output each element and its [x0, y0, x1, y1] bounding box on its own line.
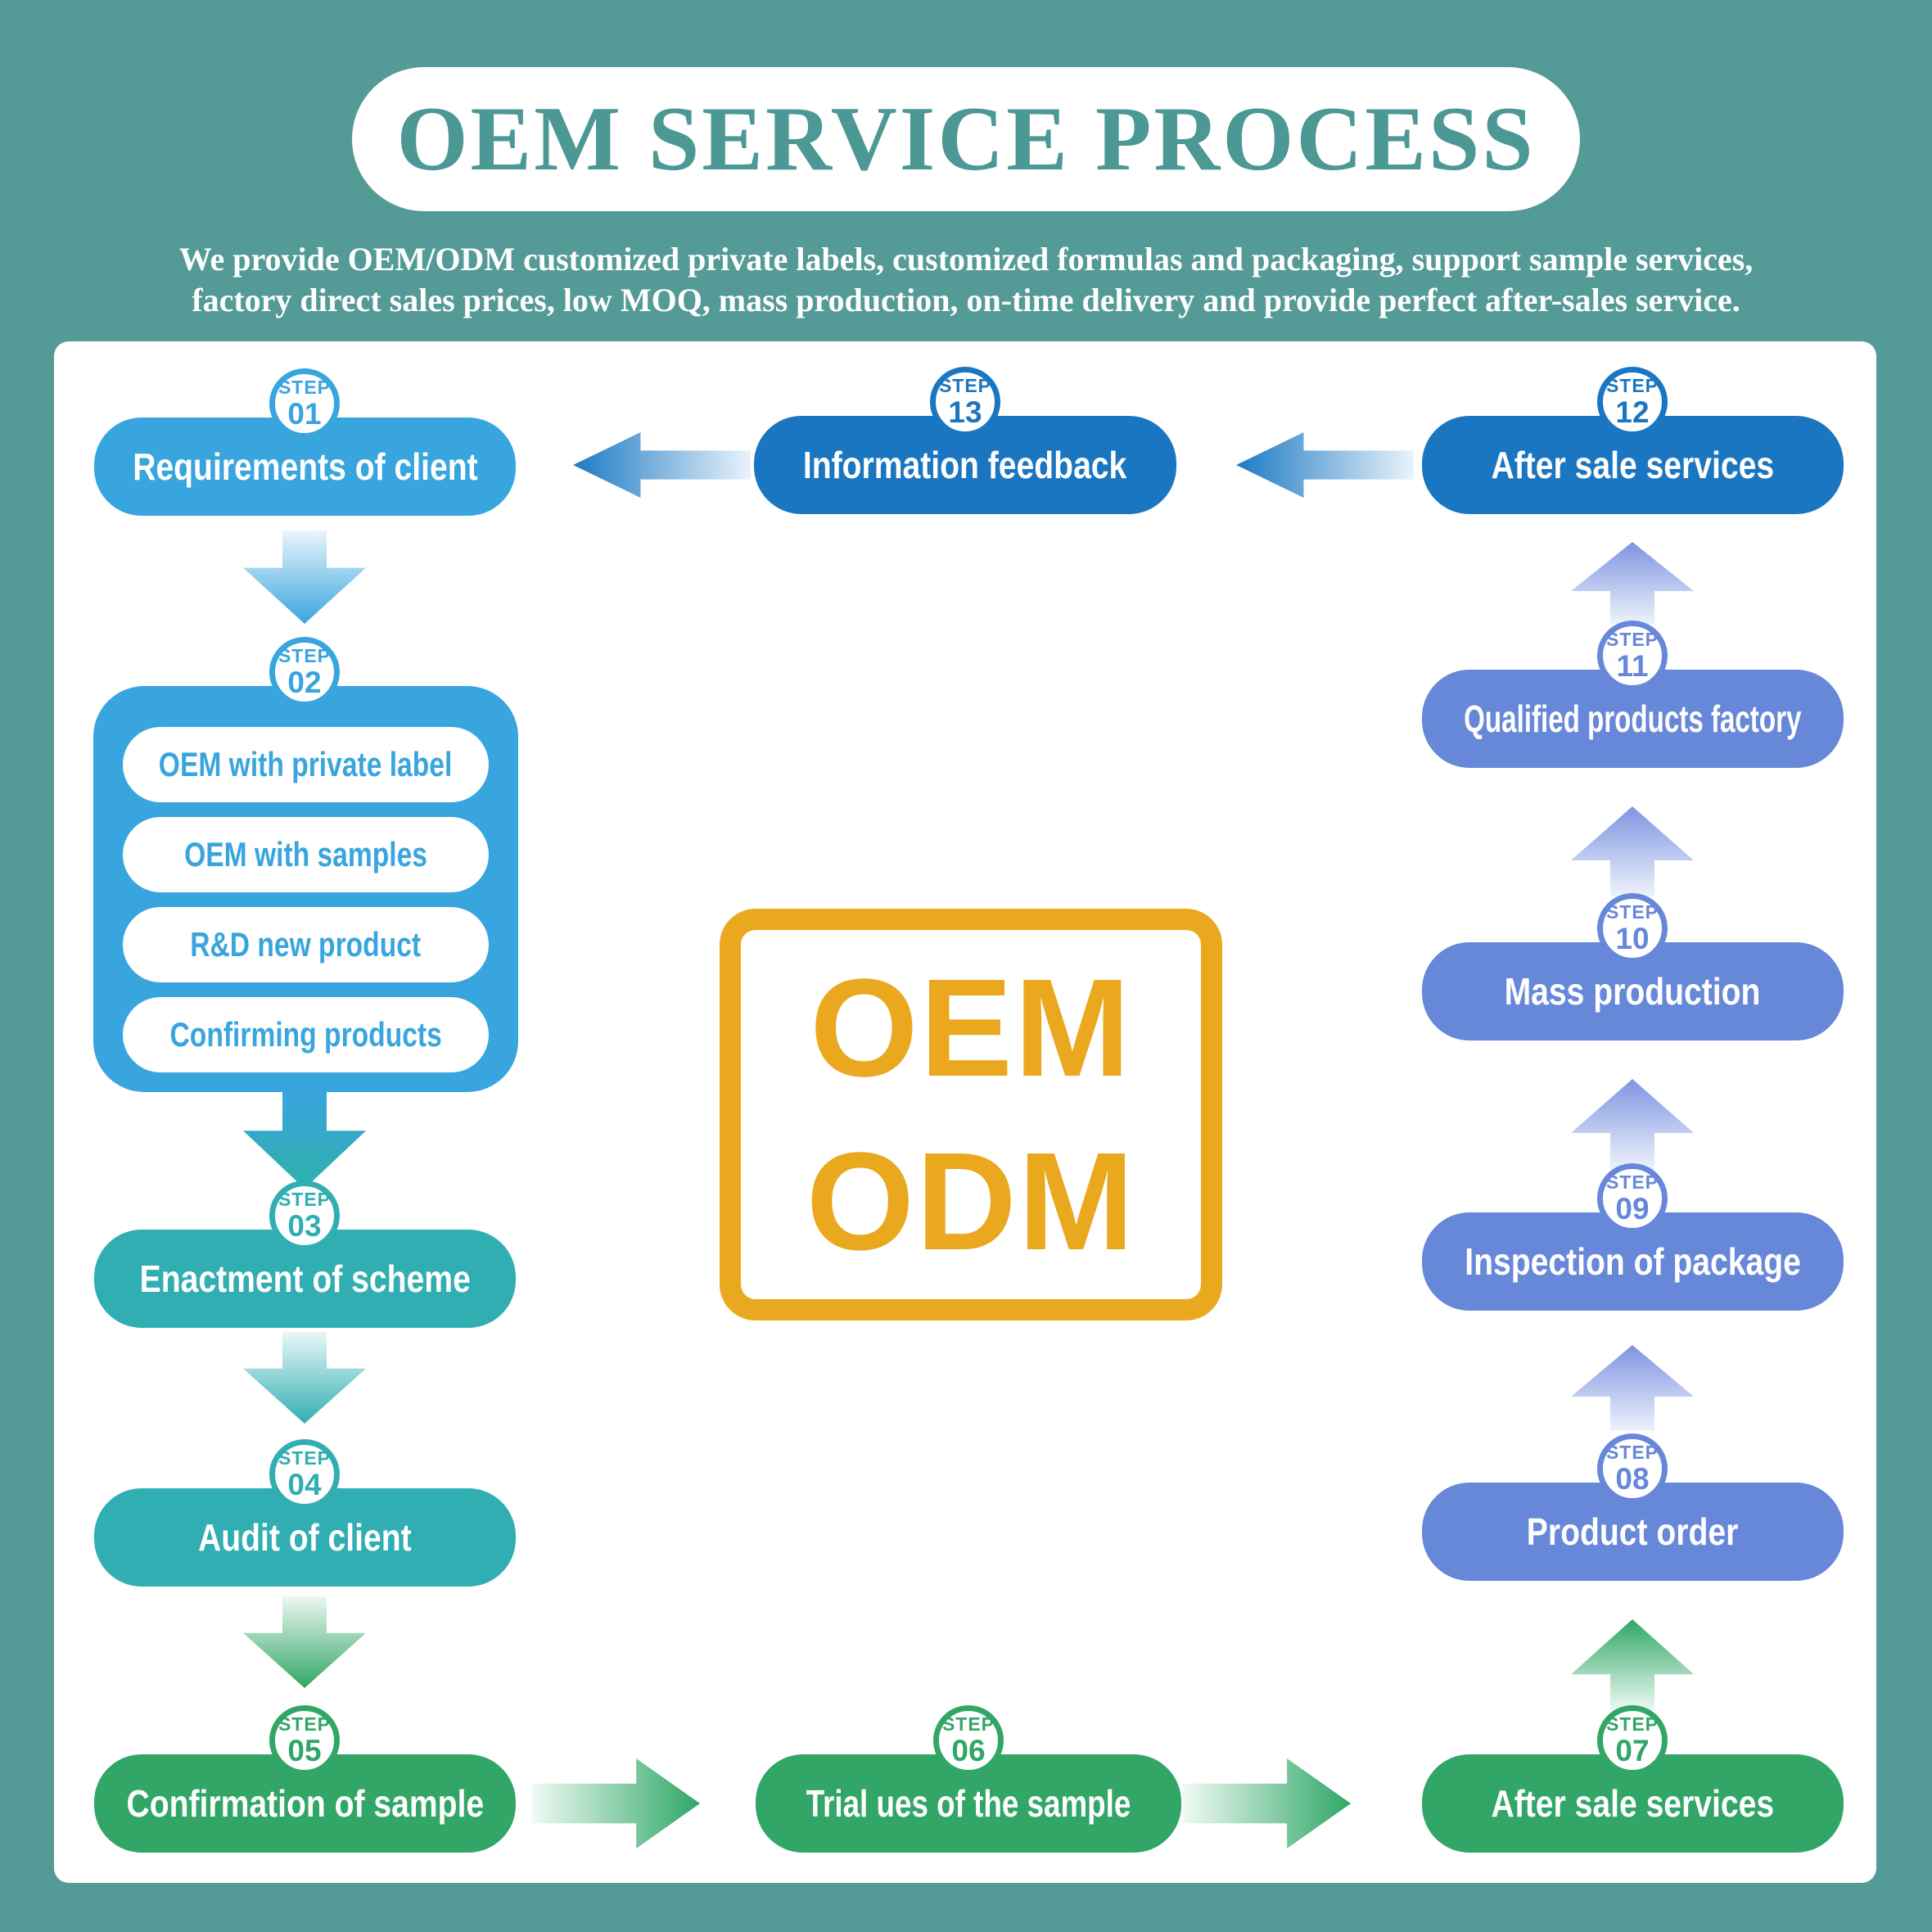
step-03-badge-word: STEP [278, 1189, 332, 1210]
step-08-label: Product order [1527, 1510, 1739, 1553]
step-05-badge-number: 05 [287, 1734, 322, 1767]
step-02-option-4: Confirming products [123, 997, 489, 1072]
step-04-badge-number: 04 [287, 1468, 322, 1501]
step-02-option-3: R&D new product [123, 907, 489, 982]
step-10-badge: STEP 10 [1597, 893, 1668, 964]
step-02-option-1: OEM with private label [123, 727, 489, 802]
step-09-badge-number: 09 [1615, 1192, 1650, 1226]
page-title: OEM SERVICE PROCESS [396, 88, 1536, 190]
step-02-option-3-label: R&D new product [190, 925, 422, 964]
step-05-box: Confirmation of sample [94, 1754, 516, 1853]
step-06-badge-word: STEP [941, 1713, 995, 1735]
oem-odm-logo: OEM ODM [720, 909, 1222, 1320]
step-06-label: Trial ues of the sample [806, 1782, 1131, 1825]
step-08-badge-word: STEP [1605, 1442, 1659, 1463]
step-09-badge-word: STEP [1605, 1171, 1659, 1193]
step-12-badge-number: 12 [1615, 395, 1650, 429]
step-04-label: Audit of client [198, 1516, 412, 1559]
step-01-badge-number: 01 [287, 397, 322, 431]
step-03-label: Enactment of scheme [139, 1257, 471, 1300]
step-08-badge-number: 08 [1615, 1462, 1650, 1496]
step-05-badge-word: STEP [278, 1713, 332, 1735]
step-01-badge-word: STEP [278, 377, 332, 398]
step-12-box: After sale services [1422, 416, 1844, 514]
step-03-badge: STEP 03 [269, 1180, 340, 1251]
step-09-label: Inspection of package [1465, 1240, 1801, 1283]
step-04-badge-word: STEP [278, 1447, 332, 1469]
step-02-option-2-label: OEM with samples [184, 835, 427, 873]
step-01-badge: STEP 01 [269, 368, 340, 439]
step-02-badge-word: STEP [278, 645, 332, 666]
step-05-label: Confirmation of sample [126, 1782, 484, 1825]
step-11-label: Qualified products factory [1464, 697, 1802, 740]
step-03-badge-number: 03 [287, 1209, 322, 1243]
step-07-label: After sale services [1491, 1782, 1775, 1825]
step-12-badge-word: STEP [1605, 375, 1659, 396]
step-10-label: Mass production [1505, 970, 1761, 1013]
step-07-badge-number: 07 [1615, 1734, 1650, 1767]
step-12-label: After sale services [1491, 444, 1775, 486]
step-07-badge: STEP 07 [1597, 1705, 1668, 1776]
step-10-badge-word: STEP [1605, 901, 1659, 923]
step-11-badge-number: 11 [1616, 649, 1649, 683]
step-13-badge-word: STEP [938, 375, 992, 396]
subtitle-line-1: We provide OEM/ODM customized private la… [178, 241, 1754, 278]
content-panel [54, 341, 1876, 1883]
step-08-badge: STEP 08 [1597, 1433, 1668, 1504]
step-02-badge: STEP 02 [269, 637, 340, 707]
title-pill: OEM SERVICE PROCESS [352, 67, 1580, 211]
step-02-option-2: OEM with samples [123, 817, 489, 892]
step-09-badge: STEP 09 [1597, 1163, 1668, 1234]
step-07-badge-word: STEP [1605, 1713, 1659, 1735]
step-06-badge: STEP 06 [933, 1705, 1004, 1776]
step-02-badge-number: 02 [287, 666, 322, 699]
step-13-label: Information feedback [803, 444, 1127, 486]
step-13-badge: STEP 13 [930, 367, 1000, 437]
step-02-option-1-label: OEM with private label [159, 745, 453, 783]
step-10-badge-number: 10 [1615, 922, 1650, 955]
step-02-box: OEM with private label OEM with samples … [93, 686, 518, 1092]
logo-line-oem: OEM [810, 950, 1132, 1106]
subtitle-line-2: factory direct sales prices, low MOQ, ma… [192, 282, 1740, 318]
step-04-badge: STEP 04 [269, 1439, 340, 1510]
step-13-badge-number: 13 [948, 395, 982, 429]
subtitle: We provide OEM/ODM customized private la… [0, 239, 1932, 321]
step-11-badge: STEP 11 [1597, 621, 1668, 691]
step-01-label: Requirements of client [132, 445, 478, 488]
step-02-option-4-label: Confirming products [169, 1015, 442, 1054]
step-06-badge-number: 06 [951, 1734, 986, 1767]
logo-line-odm: ODM [806, 1123, 1136, 1280]
step-11-badge-word: STEP [1605, 629, 1659, 650]
step-05-badge: STEP 05 [269, 1705, 340, 1776]
step-12-badge: STEP 12 [1597, 367, 1668, 437]
